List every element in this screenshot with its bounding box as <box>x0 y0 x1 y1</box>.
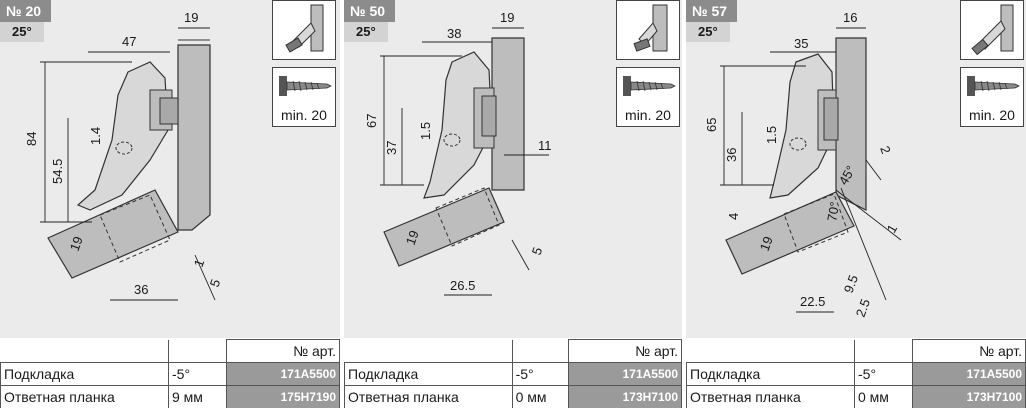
hinge-number-badge: № 20 <box>0 0 52 22</box>
table-row: Ответная планка 0 мм 173H7100 <box>686 385 1026 408</box>
panel-divider <box>340 0 344 408</box>
article-number: 171A5500 <box>912 362 1026 386</box>
row-value: -5° <box>854 362 913 386</box>
screw-icon <box>279 76 332 96</box>
table-header-row: № арт. <box>0 339 340 363</box>
hinge-angle-badge: 25° <box>686 22 730 42</box>
dim-label: 19 <box>500 10 514 25</box>
table-row: Ответная планка 0 мм 173H7100 <box>344 385 682 408</box>
technical-drawing: 38 19 67 37 1.5 11 19 26.5 5 <box>344 0 682 338</box>
dim-label: 2 <box>877 144 894 156</box>
dim-label: 1.5 <box>418 122 433 140</box>
dim-label: 5 <box>529 245 546 257</box>
row-value: 9 мм <box>168 385 227 408</box>
table-row: Подкладка -5° 171A5500 <box>0 362 340 386</box>
table-row: Ответная планка 9 мм 175H7190 <box>0 385 340 408</box>
screw-min-label: min. 20 <box>625 107 671 123</box>
dim-label: 16 <box>843 10 857 25</box>
dim-label: 11 <box>538 138 552 153</box>
screw-icon <box>967 76 1020 96</box>
technical-drawing: 35 16 65 36 1.5 2 45° 70° 4 19 1 22.5 9.… <box>686 0 1026 338</box>
dim-label: 2.5 <box>853 297 873 319</box>
row-name: Подкладка <box>0 362 169 386</box>
screw-icon-box: min. 20 <box>960 67 1024 127</box>
article-number: 171A5500 <box>568 362 682 386</box>
article-number: 173H7100 <box>568 385 682 408</box>
hinge-drawing-svg: 35 16 65 36 1.5 2 45° 70° 4 19 1 22.5 9.… <box>704 10 902 319</box>
table-row: Подкладка -5° 171A5500 <box>344 362 682 386</box>
row-value: 0 мм <box>854 385 913 408</box>
hinge-panel-20: 47 19 84 54.5 1.4 19 36 1 5 <box>0 0 340 408</box>
dim-label: 19 <box>757 234 776 253</box>
dim-label: 19 <box>67 234 86 253</box>
dim-label: 36 <box>134 282 148 297</box>
row-name: Ответная планка <box>0 385 169 408</box>
technical-drawing: 47 19 84 54.5 1.4 19 36 1 5 <box>0 0 340 338</box>
dim-label: 1.5 <box>764 126 779 144</box>
hinge-drawing-svg: 38 19 67 37 1.5 11 19 26.5 5 <box>364 10 552 296</box>
screw-min-label: min. 20 <box>969 107 1015 123</box>
screw-icon <box>623 76 676 96</box>
dim-label: 84 <box>24 132 39 146</box>
hinge-mount-icon <box>285 4 324 53</box>
article-number: 173H7100 <box>912 385 1026 408</box>
mounting-icon <box>616 0 680 60</box>
row-value: -5° <box>168 362 227 386</box>
article-header: № арт. <box>568 339 682 363</box>
hinge-panel-57: 35 16 65 36 1.5 2 45° 70° 4 19 1 22.5 9.… <box>686 0 1026 408</box>
screw-icon-box: min. 20 <box>616 67 680 127</box>
hinge-mount-icon <box>971 4 1014 56</box>
dim-label: 47 <box>122 34 136 49</box>
dim-label: 9.5 <box>841 273 861 295</box>
hinge-number-badge: № 50 <box>344 0 396 22</box>
hinge-angle-badge: 25° <box>344 22 388 42</box>
row-name: Ответная планка <box>686 385 855 408</box>
article-table: № арт. Подкладка -5° 171A5500 Ответная п… <box>344 339 682 408</box>
dim-label: 19 <box>403 228 422 247</box>
article-table: № арт. Подкладка -5° 171A5500 Ответная п… <box>686 339 1026 408</box>
screw-min-label: min. 20 <box>281 107 327 123</box>
dim-label: 19 <box>184 10 198 25</box>
article-number: 171A5500 <box>226 362 340 386</box>
hinge-panel-50: 38 19 67 37 1.5 11 19 26.5 5 <box>344 0 682 408</box>
hinge-number-badge: № 57 <box>686 0 738 22</box>
hinge-angle-badge: 25° <box>0 22 44 42</box>
hinge-drawing-svg: 47 19 84 54.5 1.4 19 36 1 5 <box>24 10 224 301</box>
article-header: № арт. <box>226 339 340 363</box>
hinge-mount-icon <box>633 4 668 52</box>
dim-label: 35 <box>794 36 808 51</box>
mounting-icon <box>272 0 336 60</box>
article-number: 175H7190 <box>226 385 340 408</box>
row-name: Подкладка <box>344 362 513 386</box>
screw-icon-box: min. 20 <box>272 67 336 127</box>
dim-label: 67 <box>364 114 379 128</box>
panel-divider <box>682 0 686 408</box>
table-row: Подкладка -5° 171A5500 <box>686 362 1026 386</box>
row-value: 0 мм <box>511 385 570 408</box>
dim-label: 38 <box>447 26 461 41</box>
table-header-row: № арт. <box>344 339 682 363</box>
row-name: Ответная планка <box>344 385 513 408</box>
dim-label: 1 <box>191 257 208 269</box>
dim-label: 4 <box>726 213 741 220</box>
dim-label: 26.5 <box>450 278 475 293</box>
dim-label: 65 <box>704 118 719 132</box>
dim-label: 70° <box>824 201 842 223</box>
article-table: № арт. Подкладка -5° 171A5500 Ответная п… <box>0 339 340 408</box>
dim-label: 37 <box>384 141 399 155</box>
mounting-icon <box>960 0 1024 60</box>
dim-label: 5 <box>207 277 224 289</box>
row-name: Подкладка <box>686 362 855 386</box>
article-header: № арт. <box>912 339 1026 363</box>
row-value: -5° <box>511 362 570 386</box>
dim-label: 1 <box>884 222 901 236</box>
dim-label: 54.5 <box>50 159 65 184</box>
dim-label: 36 <box>724 148 739 162</box>
dim-label: 1.4 <box>88 127 103 145</box>
table-header-row: № арт. <box>686 339 1026 363</box>
dim-label: 22.5 <box>800 294 825 309</box>
